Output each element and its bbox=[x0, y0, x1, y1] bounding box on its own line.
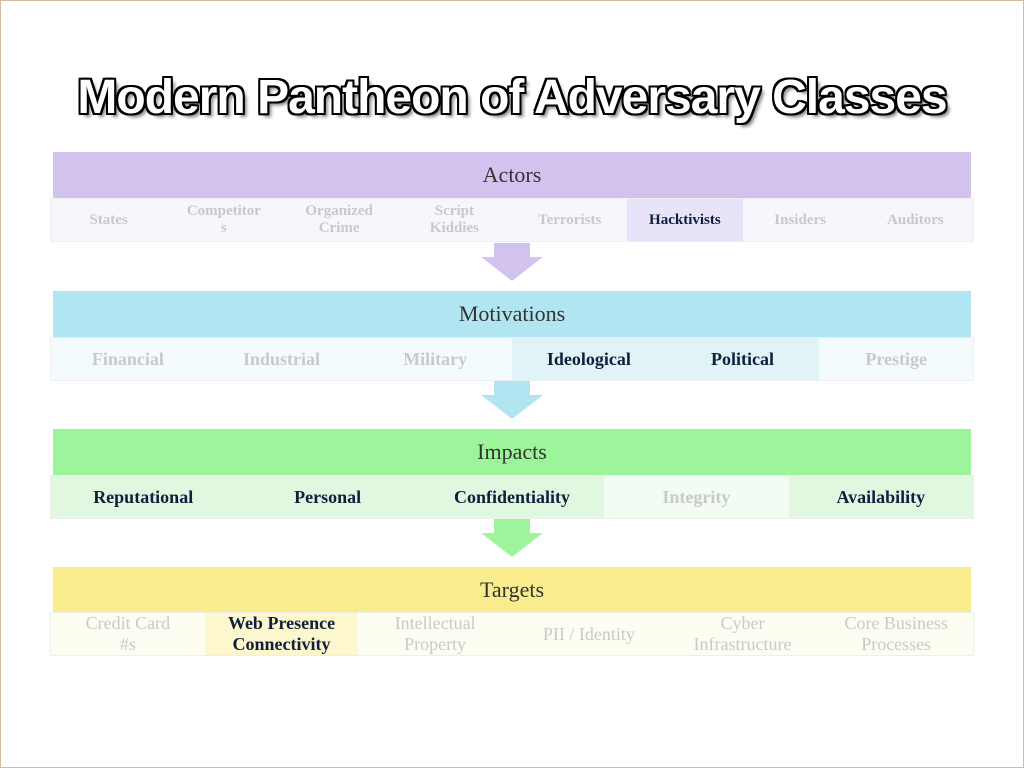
target-pii-identity: PII / Identity bbox=[512, 613, 666, 655]
actors-header: Actors bbox=[53, 152, 971, 198]
target-credit-card: Credit Card#s bbox=[51, 613, 205, 655]
motivation-prestige: Prestige bbox=[819, 338, 974, 380]
impact-integrity: Integrity bbox=[604, 476, 789, 518]
actor-states: States bbox=[51, 199, 167, 241]
motivations-band: Motivations Financial Industrial Militar… bbox=[50, 291, 974, 381]
down-arrow-motivations-to-impacts bbox=[481, 381, 543, 419]
impact-availability: Availability bbox=[788, 476, 974, 518]
motivations-header: Motivations bbox=[53, 291, 971, 337]
motivation-ideological: Ideological bbox=[512, 338, 666, 380]
impacts-row: Reputational Personal Confidentiality In… bbox=[50, 475, 974, 519]
motivation-military: Military bbox=[358, 338, 513, 380]
slide-title: Modern Pantheon of Adversary Classes bbox=[77, 71, 947, 124]
impacts-header: Impacts bbox=[53, 429, 971, 475]
motivation-political: Political bbox=[665, 338, 820, 380]
impacts-band: Impacts Reputational Personal Confidenti… bbox=[50, 429, 974, 519]
motivation-industrial: Industrial bbox=[204, 338, 359, 380]
impact-personal: Personal bbox=[235, 476, 420, 518]
actor-insiders: Insiders bbox=[742, 199, 858, 241]
down-arrow-impacts-to-targets bbox=[481, 519, 543, 557]
down-arrow-actors-to-motivations bbox=[481, 243, 543, 281]
targets-header: Targets bbox=[53, 567, 971, 612]
impact-reputational: Reputational bbox=[51, 476, 236, 518]
actor-auditors: Auditors bbox=[857, 199, 973, 241]
impact-confidentiality: Confidentiality bbox=[419, 476, 605, 518]
actor-hacktivists: Hacktivists bbox=[627, 199, 743, 241]
actor-terrorists: Terrorists bbox=[512, 199, 628, 241]
motivations-row: Financial Industrial Military Ideologica… bbox=[50, 337, 974, 381]
motivation-financial: Financial bbox=[51, 338, 205, 380]
